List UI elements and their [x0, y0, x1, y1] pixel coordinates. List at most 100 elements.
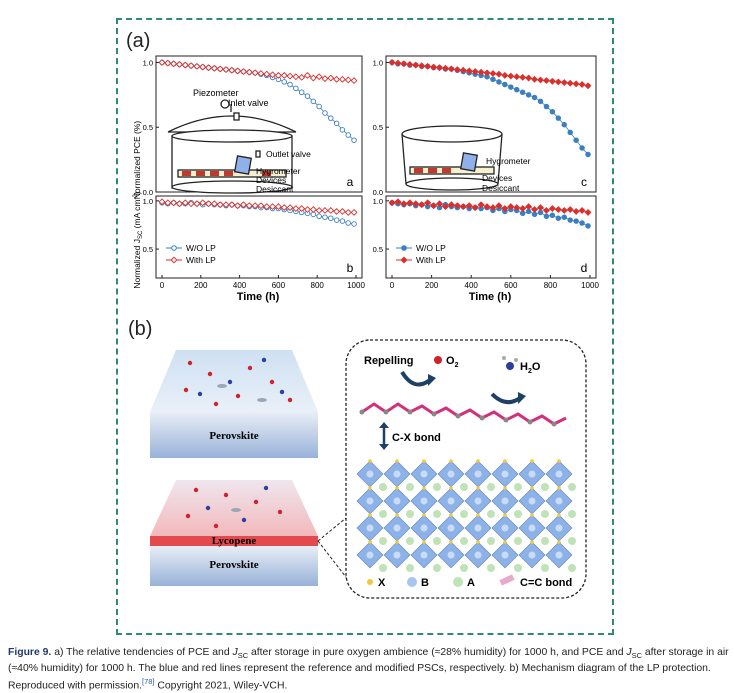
data-point	[304, 93, 311, 99]
data-point	[436, 64, 443, 72]
data-point	[298, 89, 305, 96]
data-point	[205, 64, 212, 72]
y-label-pce-left: Normalized PCE (%)	[132, 121, 142, 200]
data-point	[388, 199, 396, 207]
x-tick-label: 600	[272, 281, 286, 290]
data-point	[257, 70, 265, 77]
data-point	[350, 77, 358, 85]
repelling-label: Repelling	[364, 355, 414, 367]
x-label-right: Time (h)	[469, 291, 512, 303]
molecules-bottom	[185, 485, 283, 529]
data-point	[465, 202, 473, 210]
legend-entry: W/O LP	[416, 243, 446, 253]
data-point	[286, 204, 294, 212]
x-tick-label: 0	[390, 281, 395, 290]
y-tick-label: 0.0	[373, 188, 383, 197]
data-point	[424, 199, 432, 207]
data-point	[442, 64, 449, 72]
data-point	[513, 86, 520, 93]
data-point	[447, 201, 455, 209]
data-point	[543, 77, 550, 85]
data-point	[222, 66, 230, 74]
svg-text:A: A	[467, 577, 475, 589]
y-tick-label: 1.0	[143, 197, 153, 206]
data-point	[298, 205, 306, 212]
data-point	[286, 72, 294, 80]
x-tick-label: 400	[233, 281, 247, 290]
data-point	[430, 202, 438, 210]
y-tick-label: 0.5	[373, 245, 383, 254]
data-point	[418, 201, 426, 209]
data-point	[555, 115, 562, 121]
data-point	[240, 201, 247, 209]
data-point	[222, 201, 230, 209]
data-point	[274, 71, 282, 79]
o2-label: O2	[446, 355, 459, 369]
data-point	[477, 68, 485, 76]
subpanel-letter: d	[581, 261, 588, 275]
data-point	[584, 208, 592, 216]
perovskite-label-top: Perovskite	[209, 430, 258, 442]
data-point	[554, 78, 562, 86]
data-point	[561, 214, 568, 220]
data-point	[400, 200, 408, 208]
data-point	[205, 200, 212, 208]
perovskite-label-bottom: Perovskite	[209, 559, 258, 571]
data-point	[489, 204, 497, 212]
data-point	[406, 199, 414, 207]
data-point	[310, 98, 317, 105]
data-point	[483, 69, 491, 77]
h2o-label: H2O	[520, 361, 541, 375]
devices-row-right	[414, 168, 451, 173]
data-point	[176, 200, 183, 208]
h2o-molecule-icon	[502, 356, 518, 370]
data-point	[566, 79, 574, 87]
subpanel-letter: c	[581, 175, 587, 189]
data-point	[579, 220, 585, 226]
inset-hygrometer-left: Hygrometer	[256, 166, 301, 176]
data-point	[554, 206, 562, 213]
data-point	[351, 137, 357, 143]
data-point	[543, 103, 550, 110]
data-point	[447, 65, 455, 73]
data-point	[333, 120, 340, 127]
lycopene-label: Lycopene	[212, 535, 257, 547]
data-point	[560, 79, 568, 86]
data-point	[333, 207, 341, 215]
data-point	[531, 94, 538, 101]
data-point	[234, 202, 242, 210]
data-point	[573, 137, 579, 143]
chart-a: 1.00.50.0a	[143, 55, 363, 197]
y-tick-label: 1.0	[373, 197, 383, 206]
data-point	[424, 62, 432, 70]
data-point	[228, 201, 236, 209]
data-point	[394, 198, 402, 206]
inset-desiccant-right: Desiccant	[482, 183, 520, 193]
y-tick-label: 0.0	[143, 188, 153, 197]
data-point	[548, 205, 556, 212]
x-tick-label: 200	[194, 281, 208, 290]
data-point	[453, 66, 461, 74]
data-point	[579, 145, 585, 151]
data-point	[240, 68, 247, 75]
data-point	[388, 59, 396, 66]
perovskite-block-bottom	[150, 480, 318, 536]
o2-molecule-icon	[434, 356, 442, 364]
data-point	[164, 199, 172, 207]
desiccator-inset-left	[167, 99, 297, 194]
svg-text:C=C bond: C=C bond	[520, 577, 572, 589]
data-point	[287, 81, 293, 88]
data-point	[328, 115, 334, 121]
x-tick-label: 1000	[581, 281, 599, 290]
data-point	[327, 74, 335, 82]
data-point	[525, 92, 532, 98]
data-point	[477, 201, 485, 209]
data-point	[315, 73, 323, 81]
svg-text:X: X	[378, 577, 386, 589]
data-point	[549, 108, 556, 115]
svg-text:B: B	[421, 577, 429, 589]
data-point	[567, 129, 573, 136]
data-point	[322, 214, 328, 220]
